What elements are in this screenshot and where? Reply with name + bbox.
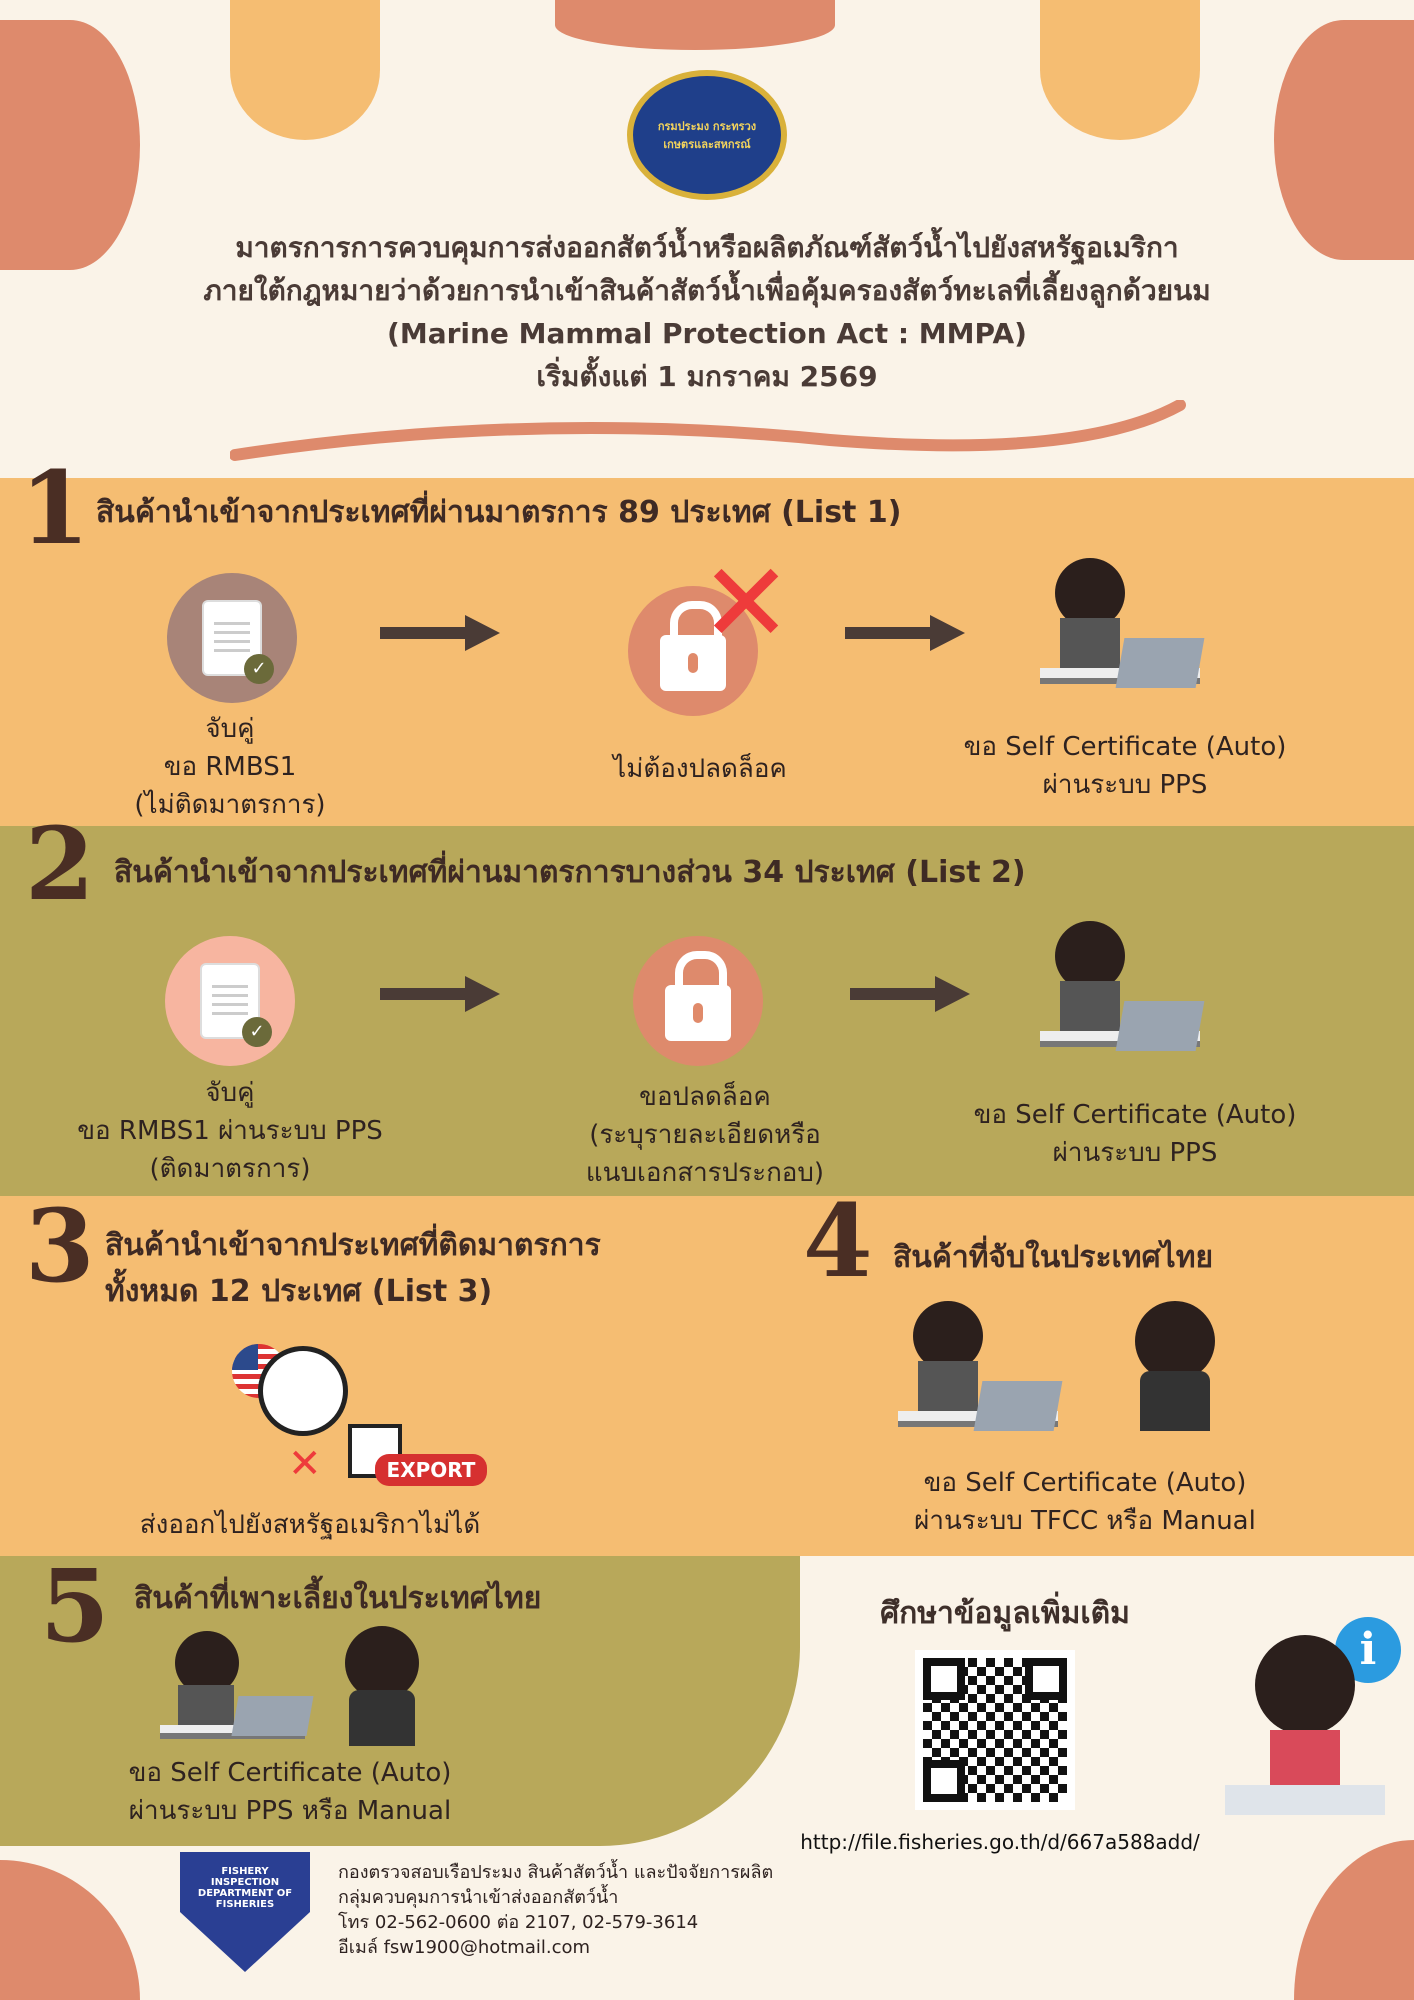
- section-number: 3: [25, 1187, 95, 1305]
- footer-phone: โทร 02-562-0600 ต่อ 2107, 02-579-3614: [338, 1912, 699, 1933]
- person-laptop-icon: [1040, 921, 1205, 1051]
- section-caption: ส่งออกไปยังสหรัฐอเมริกาไม่ได้: [139, 1510, 481, 1540]
- step-caption: ขอ Self Certificate (Auto)ผ่านระบบ PPS: [963, 732, 1287, 800]
- section-heading: สินค้านำเข้าจากประเทศที่ติดมาตรการทั้งหม…: [105, 1228, 601, 1309]
- more-info-link[interactable]: http://file.fisheries.go.th/d/667a588add…: [800, 1830, 1200, 1854]
- unlock-crossed-icon: [628, 586, 758, 716]
- title-line-4: เริ่มตั้งแต่ 1 มกราคม 2569: [536, 360, 878, 393]
- receptionist-icon: [1225, 1635, 1385, 1815]
- section-1: 1 สินค้านำเข้าจากประเทศที่ผ่านมาตรการ 89…: [0, 458, 1414, 826]
- document-check-icon: ✓: [165, 936, 295, 1066]
- decor-blob: [1294, 1840, 1414, 2000]
- decor-swoosh: [230, 400, 1186, 461]
- decor-blob: [0, 20, 140, 270]
- section-number: 1: [20, 449, 90, 567]
- step-caption: ขอ Self Certificate (Auto)ผ่านระบบ PPS: [973, 1100, 1297, 1168]
- fisheries-logo: กรมประมง กระทรวงเกษตรและสหกรณ์: [627, 70, 787, 200]
- section-caption: ขอ Self Certificate (Auto)ผ่านระบบ PPS ห…: [128, 1758, 452, 1826]
- step-caption: จับคู่ขอ RMBS1 ผ่านระบบ PPS(ติดมาตรการ): [77, 1078, 383, 1184]
- title-line-1: มาตรการการควบคุมการส่งออกสัตว์น้ำหรือผลิ…: [235, 231, 1179, 264]
- person-laptop-icon: [1040, 558, 1205, 688]
- footer-contact: กองตรวจสอบเรือประมง สินค้าสัตว์น้ำ และปั…: [338, 1860, 773, 1960]
- decor-blob: [555, 0, 835, 50]
- person-laptop-icon: [160, 1631, 314, 1739]
- decor-blob: [1040, 0, 1200, 140]
- export-badge: EXPORT: [375, 1454, 487, 1486]
- person-writing-icon: [345, 1626, 419, 1746]
- section-5: 5 สินค้าที่เพาะเลี้ยงในประเทศไทย ขอ Self…: [0, 1556, 800, 1846]
- arrow-right-icon: [380, 615, 500, 651]
- footer-line: กลุ่มควบคุมการนำเข้าส่งออกสัตว์น้ำ: [338, 1887, 619, 1908]
- section-heading: สินค้านำเข้าจากประเทศที่ผ่านมาตรการบางส่…: [114, 855, 1026, 890]
- section-heading: สินค้าที่เพาะเลี้ยงในประเทศไทย: [134, 1581, 542, 1616]
- section-number: 4: [803, 1182, 873, 1300]
- title-line-3: (Marine Mammal Protection Act : MMPA): [387, 317, 1027, 350]
- step-caption: จับคู่ขอ RMBS1(ไม่ติดมาตรการ): [134, 714, 326, 820]
- section-caption: ขอ Self Certificate (Auto)ผ่านระบบ TFCC …: [914, 1468, 1256, 1536]
- section-number: 5: [40, 1547, 110, 1665]
- more-info-heading: ศึกษาข้อมูลเพิ่มเติม: [880, 1596, 1130, 1631]
- cross-icon: ✕: [700, 539, 793, 667]
- fishery-inspection-badge: FISHERY INSPECTION DEPARTMENT OF FISHERI…: [180, 1852, 310, 1972]
- step-caption: ขอปลดล็อค(ระบุรายละเอียดหรือแนบเอกสารประ…: [585, 1082, 825, 1188]
- decor-blob: [230, 0, 380, 140]
- unlock-icon: [633, 936, 763, 1066]
- globe-icon: [258, 1346, 348, 1436]
- logo-text: กรมประมง กระทรวงเกษตรและสหกรณ์: [657, 120, 757, 151]
- arrow-right-icon: [845, 615, 965, 651]
- step-caption: ไม่ต้องปลดล็อค: [613, 754, 787, 784]
- decor-blob: [1274, 20, 1414, 260]
- person-laptop-icon: [898, 1301, 1063, 1431]
- title-line-2: ภายใต้กฎหมายว่าด้วยการนำเข้าสินค้าสัตว์น…: [203, 274, 1211, 307]
- section-heading: สินค้าที่จับในประเทศไทย: [893, 1240, 1214, 1275]
- footer-email[interactable]: อีเมล์ fsw1900@hotmail.com: [338, 1937, 591, 1958]
- section-2: 2 สินค้านำเข้าจากประเทศที่ผ่านมาตรการบาง…: [0, 814, 1414, 1196]
- section-3-4: 3 สินค้านำเข้าจากประเทศที่ติดมาตรการทั้ง…: [0, 1187, 1414, 1556]
- person-writing-icon: [1135, 1301, 1215, 1431]
- section-number: 2: [25, 805, 95, 923]
- decor-blob: [0, 1860, 140, 2000]
- section-heading: สินค้านำเข้าจากประเทศที่ผ่านมาตรการ 89 ป…: [96, 495, 902, 530]
- cross-icon: ✕: [288, 1441, 322, 1487]
- arrow-right-icon: [850, 976, 970, 1012]
- document-check-icon: ✓: [167, 573, 297, 703]
- footer-line: กองตรวจสอบเรือประมง สินค้าสัตว์น้ำ และปั…: [338, 1862, 774, 1883]
- qr-code[interactable]: [915, 1650, 1075, 1810]
- arrow-right-icon: [380, 976, 500, 1012]
